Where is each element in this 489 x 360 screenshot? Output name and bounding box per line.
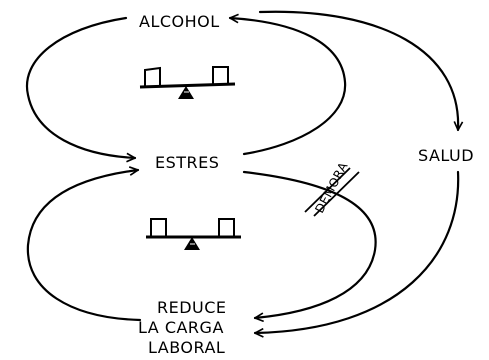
delay-marker: DEMORA: [304, 159, 360, 217]
arrow-estres-to-alcohol: [230, 18, 347, 156]
seesaw-balance-icon: [146, 218, 241, 250]
node-reduce-line-3: LABORAL: [148, 338, 225, 357]
arrow-salud-to-reduce: [253, 170, 460, 333]
node-estres: ESTRES: [155, 153, 219, 172]
node-alcohol: ALCOHOL: [139, 12, 220, 31]
node-reduce-line-2: LA CARGA: [138, 318, 224, 337]
seesaw-balance-icon: [139, 66, 236, 99]
node-reduce-line-1: REDUCE: [157, 298, 227, 317]
arrow-reduce-to-estres: [26, 170, 142, 322]
node-salud: SALUD: [418, 146, 474, 165]
arrow-alcohol-to-estres: [25, 16, 135, 158]
arrow-estres-to-reduce-delayed: [242, 170, 377, 318]
arrow-alcohol-to-salud: [258, 10, 458, 132]
